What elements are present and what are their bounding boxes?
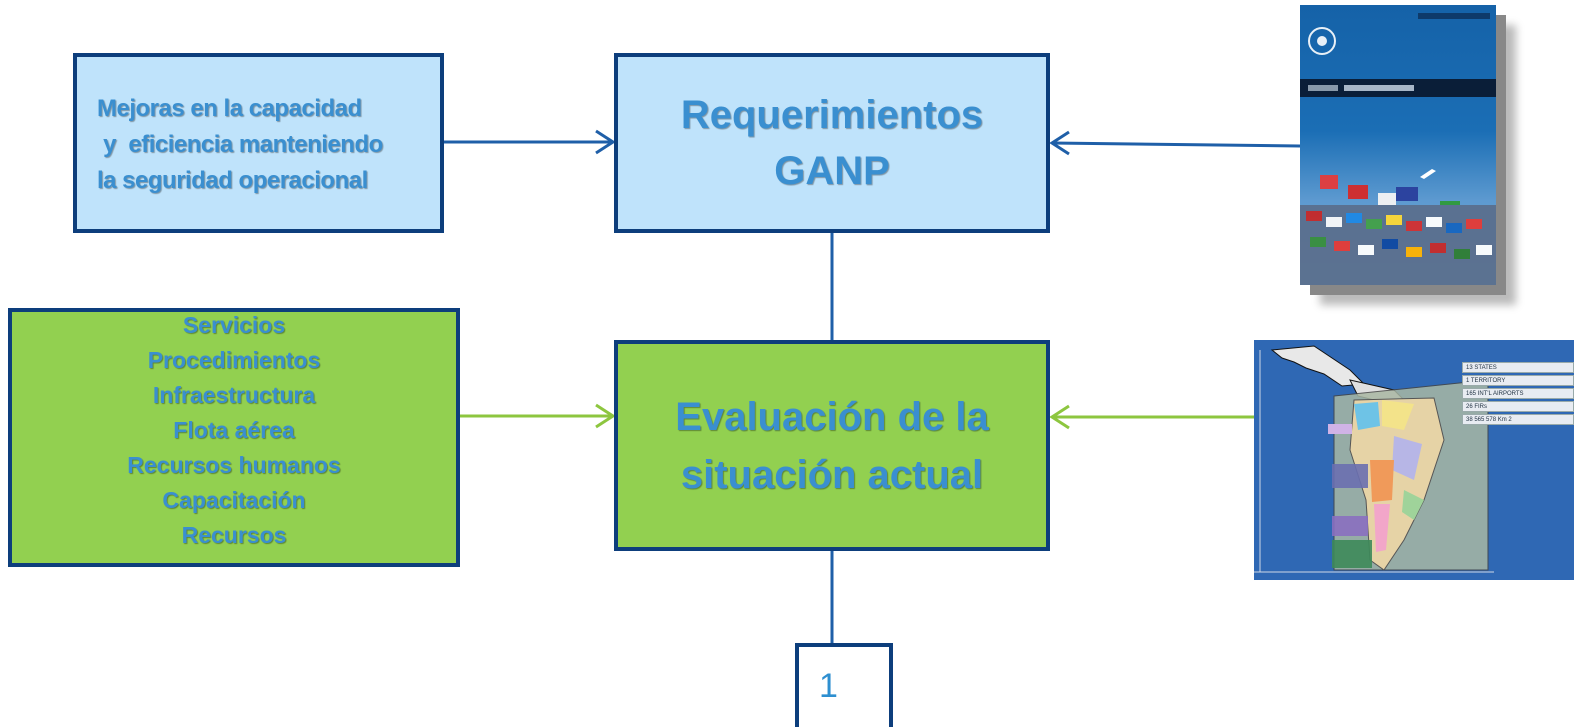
list-item: Procedimientos <box>147 347 321 373</box>
ganp-document-cover-image <box>1300 5 1496 285</box>
mejoras-line: la seguridad operacional <box>97 167 368 194</box>
document-cover-art <box>1300 13 1496 285</box>
arrow-book-to-requerimientos <box>1049 130 1301 156</box>
requerimientos-box: Requerimientos GANP <box>614 53 1050 233</box>
evaluacion-line: situación actual <box>680 452 984 497</box>
evaluacion-box: Evaluación de la situación actual <box>614 340 1050 551</box>
list-item: Infraestructura <box>152 382 316 408</box>
map-stat: 13 STATES <box>1462 362 1574 373</box>
list-item: Servicios <box>182 312 286 338</box>
arrow-map-to-evaluacion <box>1049 404 1258 430</box>
requerimientos-line: Requerimientos <box>680 93 984 137</box>
requerimientos-line: GANP <box>774 149 890 193</box>
region-map-art <box>1254 345 1494 573</box>
list-item: Capacitación <box>162 487 306 513</box>
mejoras-text: Mejoras en la capacidad y eficiencia man… <box>97 91 383 199</box>
mejoras-line: Mejoras en la capacidad <box>97 95 362 122</box>
arrow-mejoras-to-requerimientos <box>443 129 616 155</box>
map-stat: 165 INT'L AIRPORTS <box>1462 388 1574 399</box>
list-item: Recursos humanos <box>127 452 341 478</box>
region-map-image: 13 STATES 1 TERRITORY 165 INT'L AIRPORTS… <box>1254 340 1574 580</box>
map-stat: 1 TERRITORY <box>1462 375 1574 386</box>
list-item: Flota aérea <box>173 417 295 443</box>
mejoras-box: Mejoras en la capacidad y eficiencia man… <box>73 53 444 233</box>
map-stat: 38 565 578 Km 2 <box>1462 414 1574 425</box>
mejoras-line: y eficiencia manteniendo <box>97 131 383 158</box>
arrow-lista-to-evaluacion <box>459 403 616 429</box>
map-stat: 26 FIRs <box>1462 401 1574 412</box>
evaluacion-line: Evaluación de la <box>675 394 989 439</box>
page-number-box: 1 <box>795 643 893 727</box>
lista-box: Servicios Procedimientos Infraestructura… <box>8 308 460 567</box>
page-number: 1 <box>819 667 838 705</box>
list-item: Recursos <box>181 522 287 548</box>
